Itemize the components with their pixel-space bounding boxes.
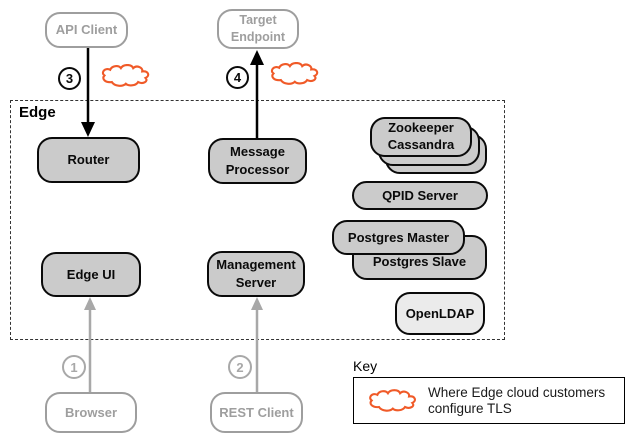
step-marker-1: 1 (62, 355, 86, 379)
key-title: Key (353, 358, 378, 374)
node-management-server: Management Server (207, 251, 305, 297)
tls-cloud-icon (270, 62, 319, 85)
tls-cloud-icon (366, 388, 418, 413)
tls-cloud-icon (101, 64, 150, 87)
node-browser: Browser (45, 392, 137, 433)
node-message-processor: Message Processor (208, 138, 307, 184)
node-openldap: OpenLDAP (395, 292, 485, 335)
node-qpid-server: QPID Server (352, 181, 488, 210)
node-postgres-master: Postgres Master (332, 220, 465, 255)
node-edge-ui: Edge UI (41, 252, 141, 297)
node-api-client: API Client (45, 12, 128, 48)
step-marker-3: 3 (58, 67, 81, 90)
key-legend-box: Where Edge cloud customers configure TLS (353, 377, 625, 424)
node-rest-client: REST Client (210, 392, 303, 433)
node-zookeeper-cassandra: Zookeeper Cassandra (370, 117, 472, 157)
step-marker-2: 2 (228, 355, 252, 379)
key-legend-text: Where Edge cloud customers configure TLS (428, 384, 606, 416)
edge-group-label: Edge (19, 104, 56, 121)
node-router: Router (37, 137, 140, 183)
step-marker-4: 4 (226, 66, 249, 89)
node-target-endpoint: Target Endpoint (217, 9, 299, 49)
